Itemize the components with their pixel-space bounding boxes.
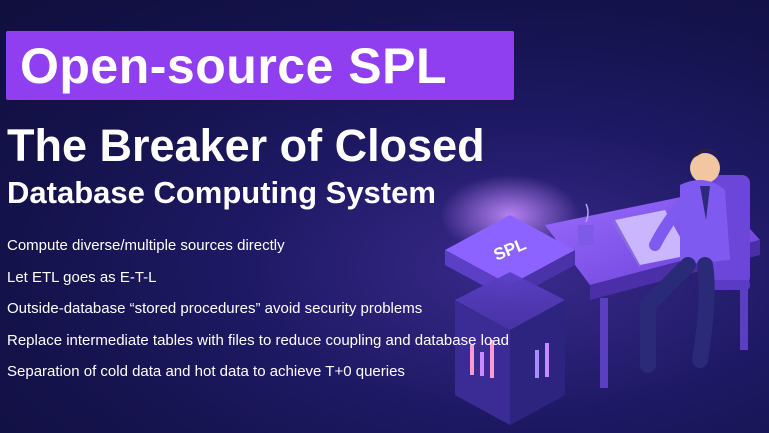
feature-item: Outside-database “stored procedures” avo… — [7, 300, 423, 317]
cup-icon — [578, 203, 594, 245]
headline-line1: The Breaker of Closed — [7, 120, 485, 171]
feature-item: Compute diverse/multiple sources directl… — [7, 237, 285, 254]
feature-item: Separation of cold data and hot data to … — [7, 363, 405, 380]
feature-item: Let ETL goes as E-T-L — [7, 268, 157, 286]
badge-label: Open-source SPL — [20, 38, 448, 94]
headline-line2: Database Computing System — [7, 175, 436, 210]
feature-list: Compute diverse/multiple sources directl… — [7, 238, 509, 396]
title-badge: Open-source SPL — [6, 31, 514, 100]
person-figure — [640, 148, 730, 373]
spl-server: SPL — [445, 215, 575, 425]
feature-item: Replace intermediate tables with files t… — [7, 331, 509, 349]
